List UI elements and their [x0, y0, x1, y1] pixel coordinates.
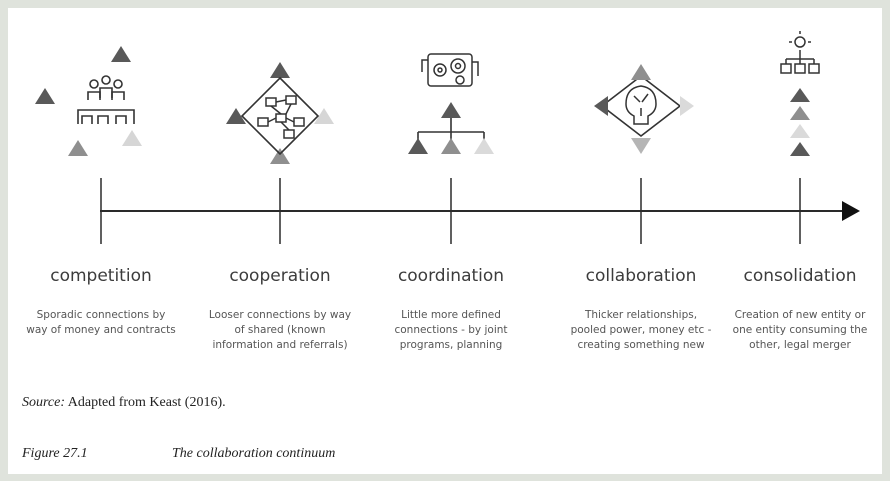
network-icon	[257, 95, 305, 139]
competition-graphic	[35, 46, 142, 156]
diamond-frame	[240, 76, 320, 156]
org-chart-icon	[780, 31, 820, 74]
cooperation-graphic	[226, 62, 334, 164]
triangle-marker	[631, 64, 651, 80]
triangle-marker	[270, 148, 290, 164]
triangle-marker	[790, 106, 810, 120]
triangle-marker	[474, 138, 494, 154]
consolidation-graphic	[780, 31, 820, 156]
triangle-marker	[314, 108, 334, 124]
stage-title-cooperation: cooperation	[229, 266, 331, 286]
stage-title-consolidation: consolidation	[743, 266, 857, 286]
triangle-marker	[122, 130, 142, 146]
triangle-marker	[408, 138, 428, 154]
triangle-marker	[631, 138, 651, 154]
continuum-diagram	[35, 31, 860, 244]
puzzle-head-icon	[625, 85, 657, 125]
stage-title-coordination: coordination	[397, 266, 505, 286]
gears-icon	[421, 53, 479, 87]
source-note: Source: Adapted from Keast (2016).	[22, 395, 226, 411]
figure-title: The collaboration continuum	[172, 446, 336, 461]
triangle-marker	[790, 88, 810, 102]
collaboration-graphic	[594, 64, 694, 154]
source-text: Adapted from Keast (2016).	[67, 395, 226, 410]
triangle-marker	[226, 108, 246, 124]
stage-desc-coordination: Little more defined connections - by joi…	[394, 309, 508, 351]
coordination-graphic	[408, 53, 494, 154]
triangle-marker	[270, 62, 290, 78]
triangle-marker	[441, 102, 461, 118]
stage-title-competition: competition	[50, 266, 152, 286]
triangle-marker	[441, 138, 461, 154]
triangle-marker	[68, 140, 88, 156]
stage-desc-cooperation: Looser connections by way of shared (kno…	[208, 309, 352, 351]
diamond-frame	[600, 74, 682, 138]
stage-desc-competition: Sporadic connections by way of money and…	[26, 309, 176, 336]
figure-panel: competition cooperation coordination col…	[8, 8, 882, 474]
triangle-marker	[790, 142, 810, 156]
figure-number: Figure 27.1	[22, 446, 88, 461]
triangle-marker	[594, 96, 608, 116]
timeline-arrowhead	[842, 201, 860, 221]
triangle-marker	[680, 96, 694, 116]
source-label: Source:	[22, 395, 66, 410]
stage-title-collaboration: collaboration	[585, 266, 697, 286]
triangle-marker	[790, 124, 810, 138]
triangle-marker	[111, 46, 131, 62]
stage-desc-collaboration: Thicker relationships, pooled power, mon…	[570, 309, 712, 351]
triangle-marker	[35, 88, 55, 104]
figure-caption: Figure 27.1 The collaboration continuum	[22, 446, 335, 462]
people-group-icon	[77, 75, 135, 124]
hierarchy-lines	[417, 118, 485, 140]
stage-desc-consolidation: Creation of new entity or one entity con…	[732, 309, 868, 351]
